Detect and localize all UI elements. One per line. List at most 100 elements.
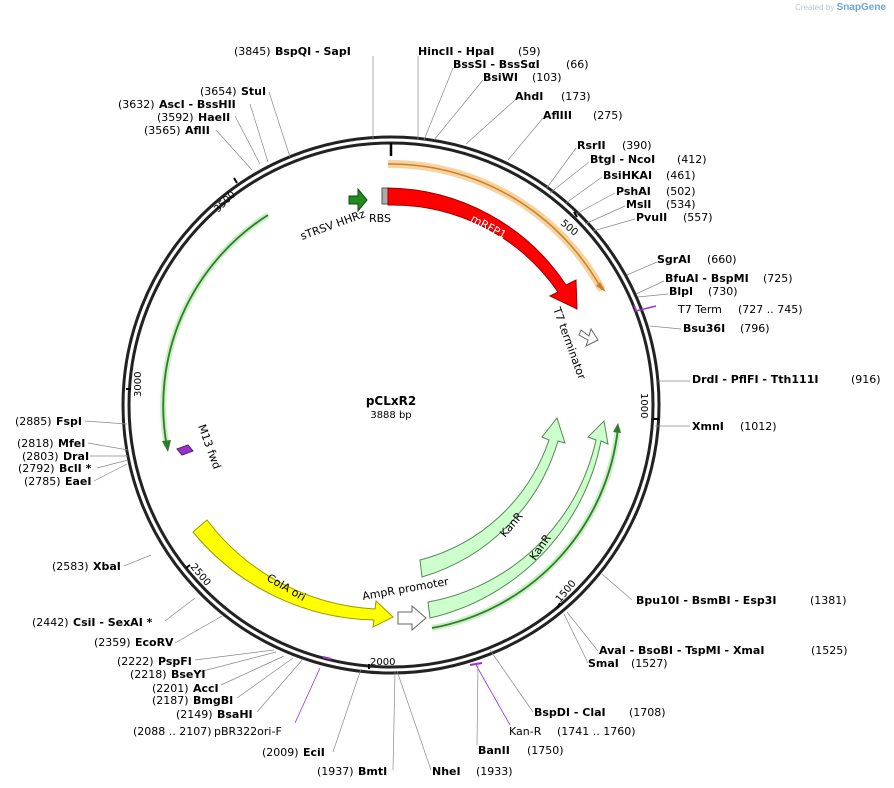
site-3592-names: HaeII [198,111,230,124]
site-leaders [84,56,690,771]
site-2222-names: PspFI [158,655,192,668]
site-2009-pos: (2009) [262,746,299,759]
site-2818-names: MfeI [58,437,85,450]
site-1708-pos: (1708) [629,706,666,719]
site-3632-names: AscI - BssHII [159,98,236,111]
site-2187-pos: (2187) [152,694,189,707]
site-725-pos: (725) [763,272,793,285]
site-390-pos: (390) [622,139,652,152]
site-173-pos: (173) [561,90,591,103]
site-1381-names: Bpu10I - BsmBI - Esp3I [636,594,777,607]
rbs-box [381,187,389,205]
site-2442-names: CsiI - SexAI * [73,616,153,629]
site-labels: (3845) BspQI - SapI HincII - HpaI (59) B… [15,45,881,778]
kan-r-primer-mark [469,662,483,666]
kan-r-primer-leader [475,664,511,726]
site-2009-names: EciI [303,746,325,759]
site-2218-pos: (2218) [130,668,167,681]
site-2201-pos: (2201) [152,682,189,695]
t7-term-primer-name: T7 Term [677,303,722,316]
site-916-pos: (916) [851,373,881,386]
ampr-promoter-arrow [397,604,427,632]
site-275-names: AflIII [543,109,572,122]
site-66-names: BssSI - BssSαI [453,58,540,71]
site-1937-names: BmtI [358,765,387,778]
site-2442-pos: (2442) [32,616,69,629]
m13-fwd-arrow [176,444,194,456]
site-2201-names: AccI [193,682,219,695]
site-1933-names: NheI [432,765,461,778]
pbr322-primer-range: (2088 .. 2107) [133,725,212,738]
site-502-names: PshAI [616,185,651,198]
site-796-names: Bsu36I [683,322,725,335]
ampr-promoter-label: AmpR promoter [361,575,450,603]
site-103-names: BsiWI [483,71,518,84]
site-3565-pos: (3565) [144,124,181,137]
strsv-hhrz-label: sTRSV HHRz [299,207,368,243]
t7-term-primer-range: (727 .. 745) [738,303,803,316]
kanr-inner-arrow [419,416,566,578]
site-2803-pos: (2803) [22,450,59,463]
site-660-pos: (660) [707,253,737,266]
site-730-pos: (730) [708,285,738,298]
snapgene-credit: Created by SnapGene [795,2,886,13]
kan-r-primer-range: (1741 .. 1760) [557,725,636,738]
m13-fwd-label: M13 fwd [195,423,223,471]
site-2803-names: DraI [63,450,89,463]
plasmid-size: 3888 bp [370,410,411,421]
site-1933-pos: (1933) [476,765,513,778]
site-534-pos: (534) [666,198,696,211]
site-3845-names: BspQI - SapI [275,45,351,58]
tick-2000: 2000 [370,657,395,668]
site-1525-names: AvaI - BsoBI - TspMI - XmaI [599,644,764,657]
rbs-label: RBS [369,212,391,225]
site-2359-names: EcoRV [135,636,174,649]
site-1937-pos: (1937) [317,765,354,778]
pbr322-primer-leader [294,667,321,724]
credit-prefix: Created by [795,3,835,12]
site-3632-pos: (3632) [118,98,155,111]
site-557-pos: (557) [683,211,713,224]
site-2885-names: FspI [56,415,82,428]
site-2792-names: BclI * [59,462,92,475]
site-660-names: SgrAI [657,253,691,266]
site-1525-pos: (1525) [811,644,848,657]
site-412-pos: (412) [677,153,707,166]
site-59-pos: (59) [518,45,541,58]
site-502-pos: (502) [666,185,696,198]
mrfp1-arrow [387,187,578,310]
site-3654-names: StuI [241,85,266,98]
site-2187-names: BmgBI [193,694,233,707]
site-2218-names: BseYI [171,668,205,681]
green-band-left [162,214,269,448]
site-390-names: RsrII [577,139,606,152]
green-band-right-arrowhead [613,423,621,433]
site-2818-pos: (2818) [17,437,54,450]
tick-1000: 1000 [638,393,649,418]
site-1708-names: BspDI - ClaI [534,706,606,719]
pbr322-primer-mark [322,656,332,660]
t7-terminator-label: T7 terminator [550,305,589,382]
t7-terminator-arrow [578,327,599,347]
site-2792-pos: (2792) [18,462,55,475]
site-173-names: AhdI [515,90,543,103]
site-275-pos: (275) [593,109,623,122]
kanr-outer-arrow [427,419,609,619]
site-3654-pos: (3654) [200,85,237,98]
site-2583-names: XbaI [93,560,121,573]
site-2222-pos: (2222) [117,655,154,668]
tick-marks [126,177,659,669]
site-1381-pos: (1381) [810,594,847,607]
site-412-names: BtgI - NcoI [590,153,655,166]
orange-band-arrowhead [596,282,606,292]
site-3592-pos: (3592) [157,111,194,124]
site-1750-names: BanII [478,744,510,757]
cola-ori-arrow [192,519,394,628]
site-2149-pos: (2149) [176,708,213,721]
green-band-left-arrowhead [162,440,171,452]
site-796-pos: (796) [740,322,770,335]
plasmid-name: pCLxR2 [366,394,416,408]
strsv-hhrz-arrow [348,187,368,213]
green-band-right [431,427,619,629]
